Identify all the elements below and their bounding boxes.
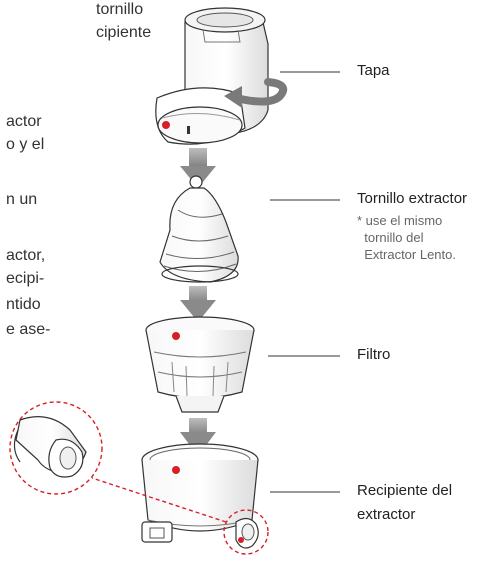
label-recipiente-line-1: Recipiente del	[357, 482, 453, 499]
left-text-line-1: tornillo	[96, 1, 144, 18]
bowl-illustration	[141, 443, 259, 549]
left-text-line-7: ecipi-	[6, 270, 45, 287]
label-tapa: Tapa	[357, 62, 390, 79]
left-text-line-5: n un	[6, 191, 38, 208]
left-text-line-4: o y el	[6, 136, 45, 153]
filter-illustration	[145, 316, 255, 413]
left-text-line-9: e ase-	[6, 321, 51, 338]
left-text-line-8: ntido	[6, 296, 41, 313]
left-text-line-3: actor	[6, 113, 42, 130]
auger-illustration	[159, 175, 239, 283]
lid-illustration	[155, 7, 269, 145]
left-text-line-2: cipiente	[96, 24, 152, 41]
label-recipiente-line-2: extractor	[357, 506, 416, 523]
rotate-arrow-icon	[224, 78, 287, 108]
left-text-line-6: actor,	[6, 247, 46, 264]
down-arrow-icon	[180, 286, 216, 322]
label-tornillo-note: * use el mismo tornillo del Extractor Le…	[357, 213, 456, 262]
detail-callout-icon	[9, 401, 269, 555]
label-filtro: Filtro	[357, 346, 391, 363]
label-tornillo-extractor: Tornillo extractor	[357, 190, 468, 207]
